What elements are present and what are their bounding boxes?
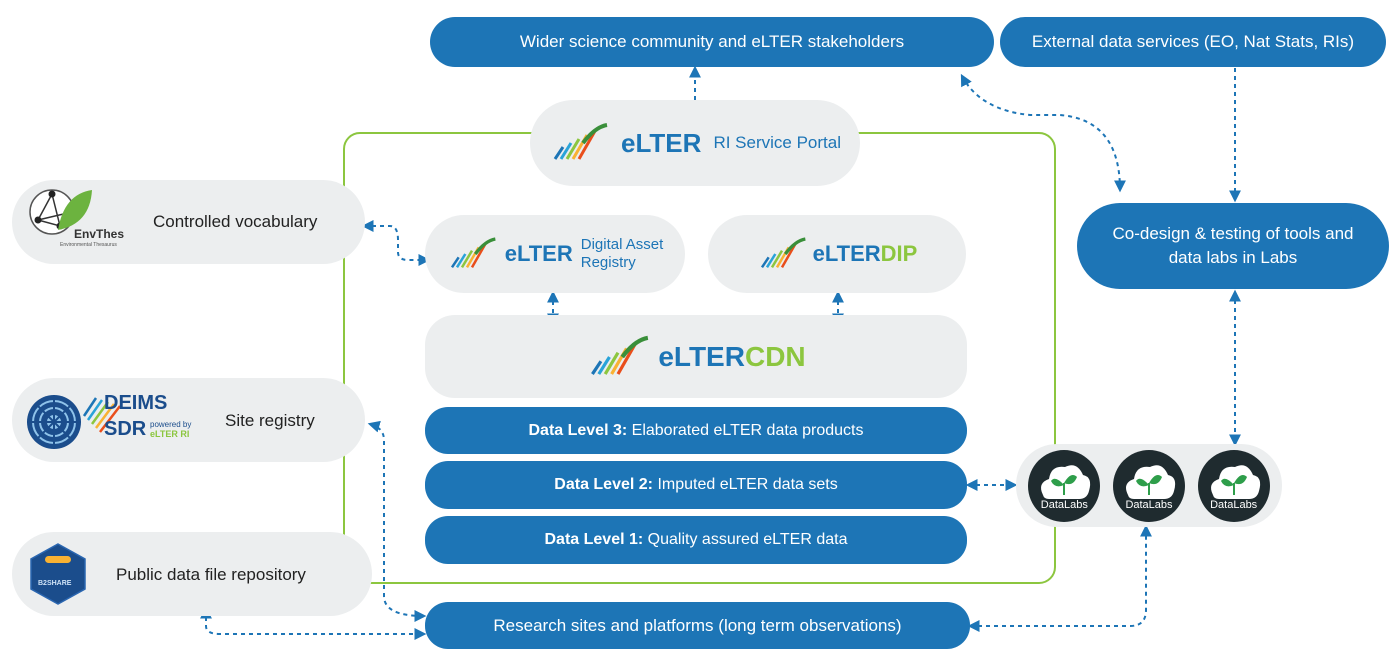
datalabs-cloud-icon xyxy=(1112,449,1185,522)
sdr-logo-text: SDR xyxy=(104,418,147,440)
external-services-pill: External data services (EO, Nat Stats, R… xyxy=(1000,17,1386,67)
powered-by-text: powered by xyxy=(150,420,192,429)
elter-dip-box: eLTERDIP xyxy=(708,215,966,293)
envthes-logo-text: EnvThes xyxy=(74,227,125,241)
datalabs-badge-3-label: DataLabs xyxy=(1210,498,1258,511)
datalabs-badge-1: DataLabs xyxy=(1027,449,1101,523)
data-level-1-bar: Data Level 1: Quality assured eLTER data xyxy=(425,516,967,564)
dip-logo-elter: eLTER xyxy=(812,241,881,266)
datalabs-badge-3: DataLabs xyxy=(1197,449,1271,523)
data-level-1-text: Quality assured eLTER data xyxy=(647,531,848,548)
cdn-logo-cdn: CDN xyxy=(744,340,806,372)
data-level-3-title: Data Level 3: xyxy=(528,421,628,439)
dip-logo-dip: DIP xyxy=(880,241,918,266)
portal-elter-logo: eLTER xyxy=(621,127,702,158)
research-sites-pill: Research sites and platforms (long term … xyxy=(425,602,970,649)
site-registry-box: DEIMS SDR powered by eLTER RI Site regis… xyxy=(12,378,365,462)
elter-leaf-icon xyxy=(450,237,496,269)
data-level-2-title: Data Level 2: xyxy=(554,476,653,493)
datalabs-cloud-icon xyxy=(1028,449,1101,522)
vocab-to-dar-arrow xyxy=(361,220,431,266)
portal-label: RI Service Portal xyxy=(713,133,841,152)
datalabs-cloud-icon xyxy=(1197,449,1270,522)
wider-community-label: Wider science community and eLTER stakeh… xyxy=(519,32,905,51)
datalabs-badge-1-label: DataLabs xyxy=(1040,498,1088,511)
b2share-cube-icon xyxy=(30,543,86,605)
dar-elter-logo: eLTER xyxy=(504,241,573,266)
controlled-vocabulary-box: EnvThes Environmental Thesaurus Controll… xyxy=(12,180,365,264)
wider-community-pill: Wider science community and eLTER stakeh… xyxy=(430,17,994,67)
service-portal-box: eLTER RI Service Portal xyxy=(530,100,860,186)
community-to-codesign-arrow xyxy=(960,73,1126,193)
public-repository-box: B2SHARE Public data file repository xyxy=(12,532,372,616)
envthes-network-icon xyxy=(29,189,92,235)
elter-cdn-box: eLTERCDN xyxy=(425,315,967,398)
data-level-2-text: Imputed eLTER data sets xyxy=(657,476,838,493)
elter-leaf-icon xyxy=(553,123,608,160)
datalabs-badge-2: DataLabs xyxy=(1112,449,1186,523)
deims-logo-text: DEIMS xyxy=(104,392,168,414)
research-to-datalabs-arrow xyxy=(967,524,1152,632)
envthes-logo-subtitle: Environmental Thesaurus xyxy=(60,242,117,248)
elter-leaf-icon xyxy=(760,237,806,269)
dar-label-line1: Digital Asset xyxy=(580,236,664,253)
datalabs-group: DataLabs DataLabs DataLabs xyxy=(1016,444,1282,527)
cdn-logo-elter: eLTER xyxy=(658,340,745,372)
public-repository-label: Public data file repository xyxy=(116,565,306,584)
co-design-line2: data labs in Labs xyxy=(1168,248,1298,267)
dar-label-line2: Registry xyxy=(580,254,636,271)
site-registry-label: Site registry xyxy=(225,411,315,430)
controlled-vocabulary-label: Controlled vocabulary xyxy=(153,212,318,231)
site-to-research-arrow xyxy=(367,420,427,622)
b2share-logo-text: B2SHARE xyxy=(38,580,72,587)
co-design-line1: Co-design & testing of tools and xyxy=(1112,224,1354,243)
repo-to-research-arrow xyxy=(200,606,427,640)
digital-asset-registry-box: eLTER Digital Asset Registry xyxy=(425,215,685,293)
powered-by-brand: eLTER RI xyxy=(150,429,190,439)
data-level-1-title: Data Level 1: xyxy=(544,531,644,548)
external-services-label: External data services (EO, Nat Stats, R… xyxy=(1031,32,1355,51)
research-sites-label: Research sites and platforms (long term … xyxy=(493,615,902,635)
elter-leaf-icon xyxy=(591,335,649,375)
datalabs-badge-2-label: DataLabs xyxy=(1125,498,1173,511)
data-level-3-text: Elaborated eLTER data products xyxy=(631,421,864,439)
data-level-3-bar: Data Level 3: Elaborated eLTER data prod… xyxy=(425,407,967,454)
deims-globe-icon xyxy=(27,395,121,449)
data-level-2-bar: Data Level 2: Imputed eLTER data sets xyxy=(425,461,967,509)
co-design-pill: Co-design & testing of tools and data la… xyxy=(1077,203,1389,289)
